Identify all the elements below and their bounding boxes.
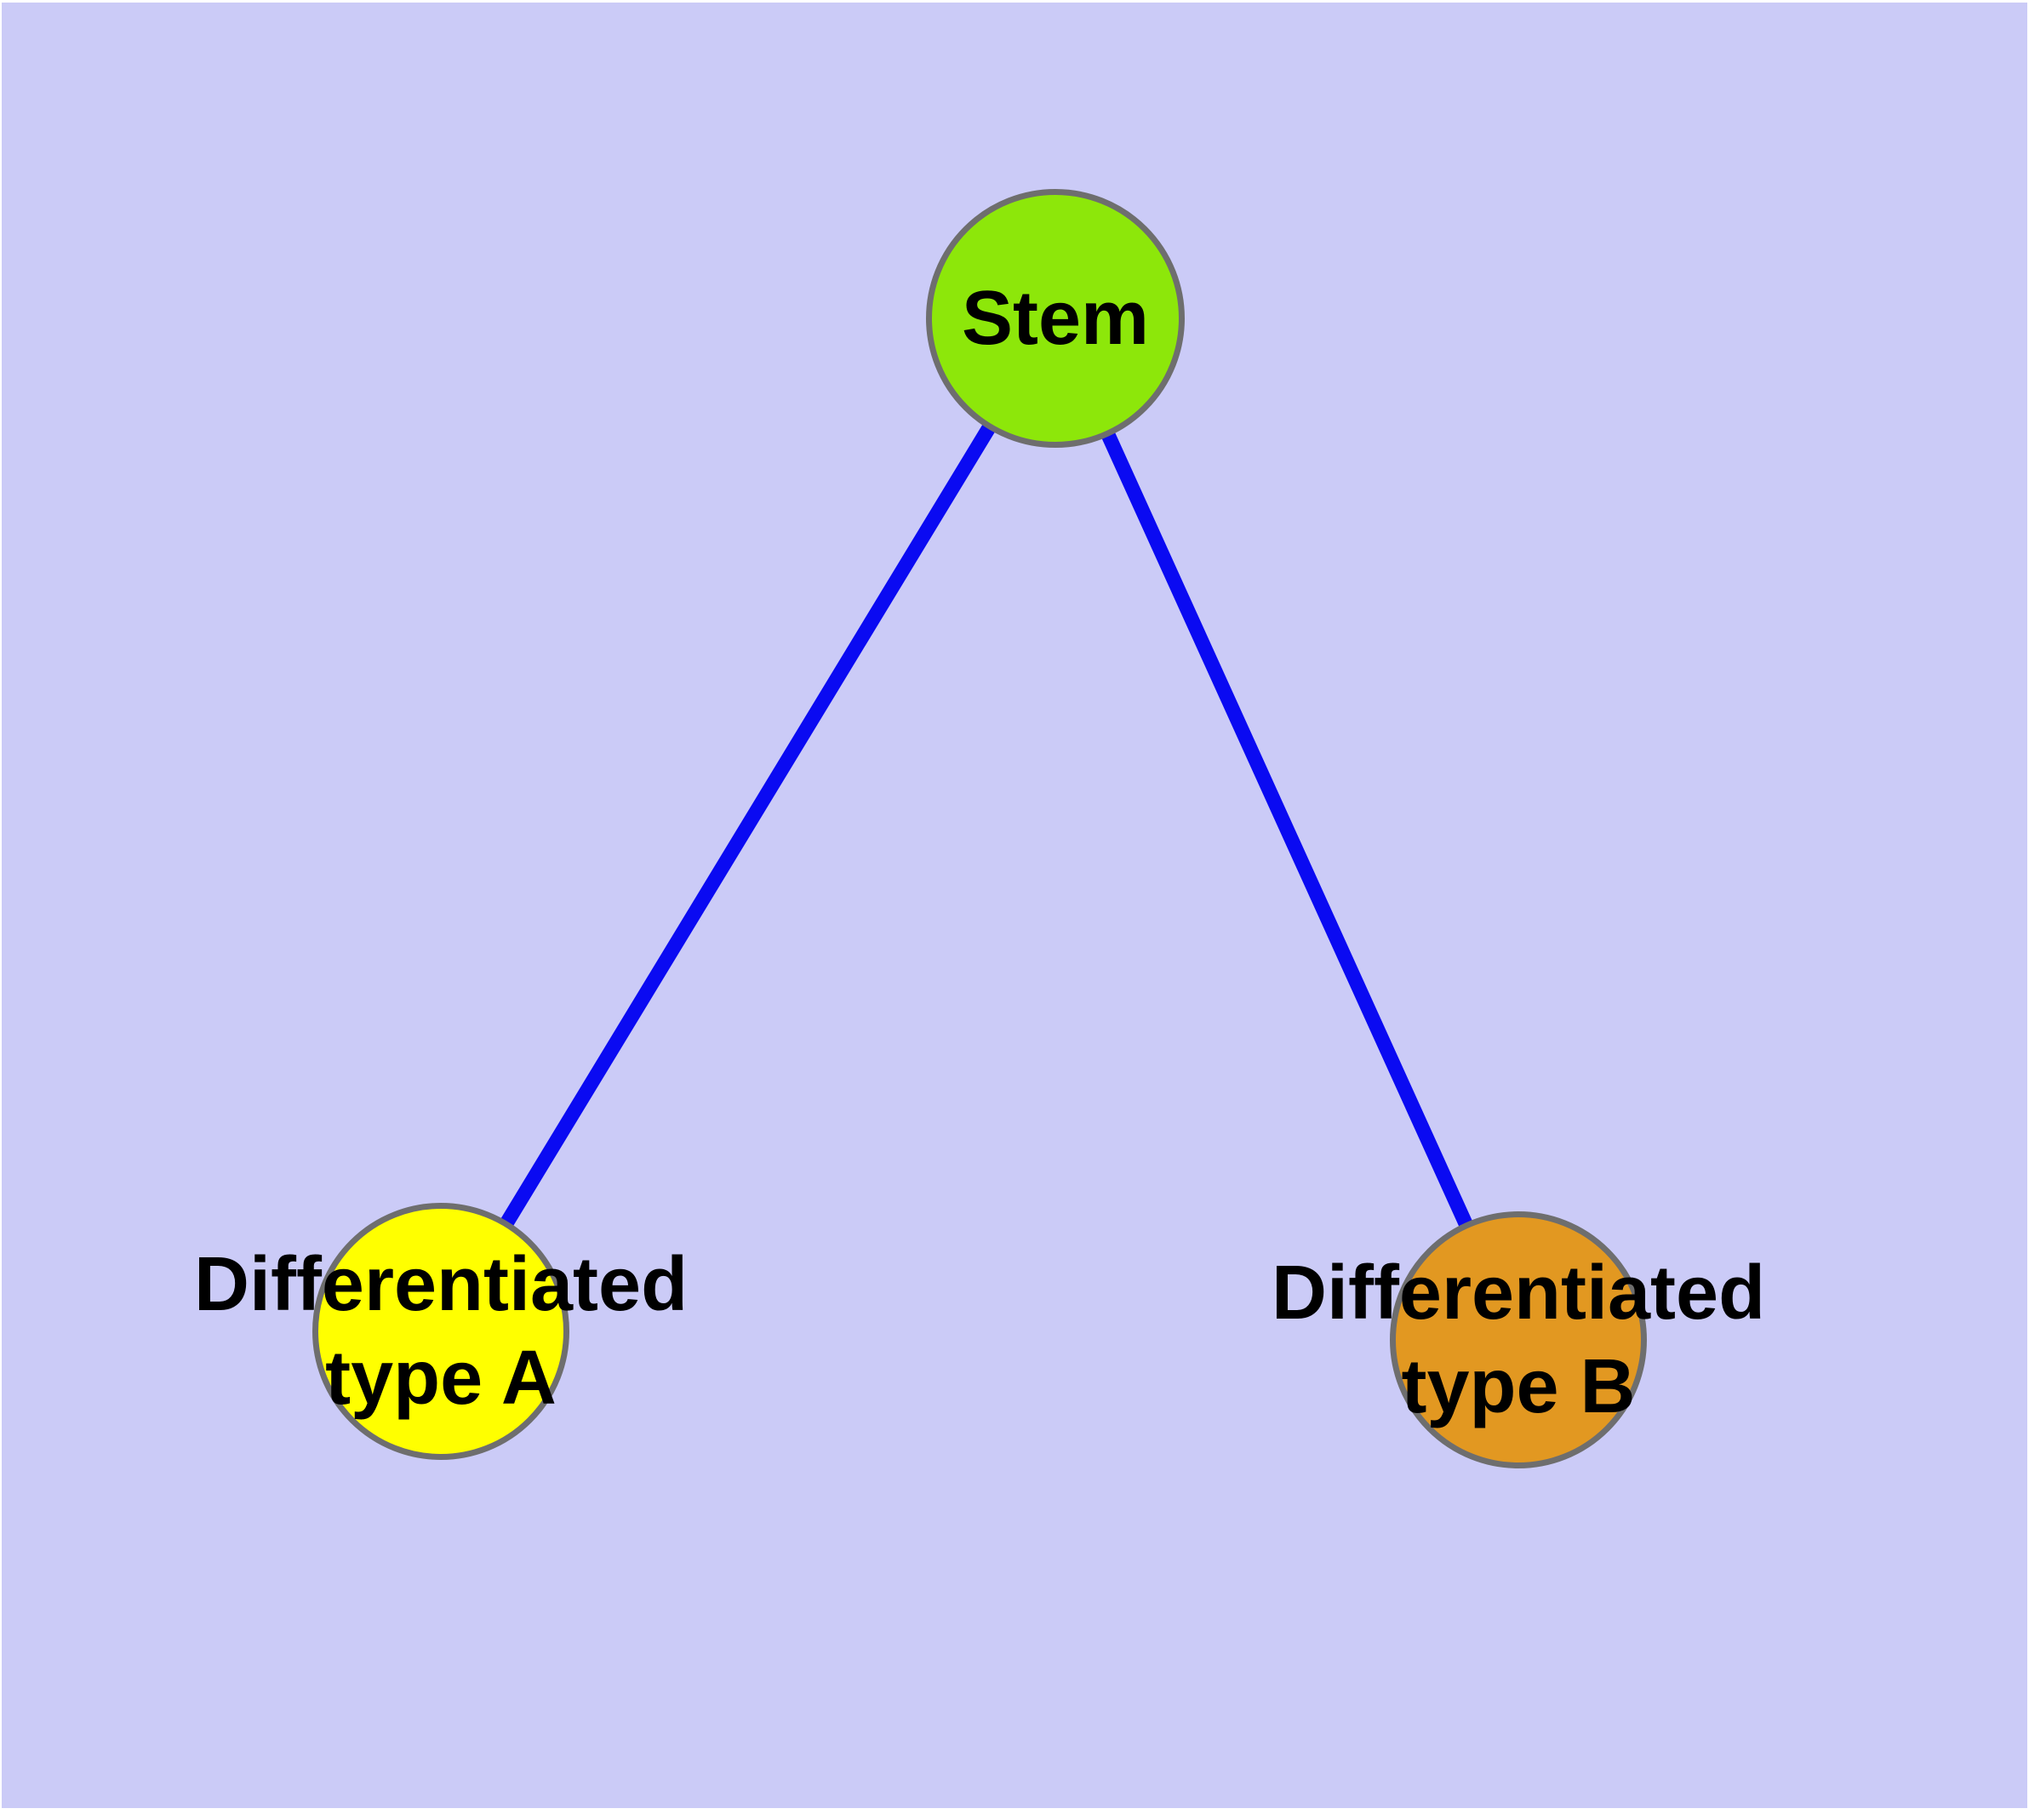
node-type-a-label-line2: type A — [325, 1336, 557, 1421]
node-type-b-label-line2: type B — [1401, 1344, 1636, 1429]
node-type-b-label-line1: Differentiated — [1271, 1251, 1766, 1336]
node-type-b-label: Differentiated type B — [1272, 1246, 1765, 1434]
edge-stem-to-type-a — [434, 314, 1062, 1336]
edge-layer — [434, 314, 1525, 1343]
edge-stem-to-type-b — [1049, 315, 1525, 1343]
node-type-a-label-line1: Differentiated — [193, 1242, 689, 1327]
node-type-a-label: Differentiated type A — [194, 1238, 688, 1425]
node-stem-label: Stem — [962, 272, 1149, 365]
node-stem: Stem — [926, 189, 1185, 448]
node-differentiated-type-a: Differentiated type A — [194, 1203, 688, 1460]
diagram-canvas: Stem Differentiated type A Differentiate… — [2, 3, 2027, 1808]
node-differentiated-type-b: Differentiated type B — [1272, 1211, 1765, 1468]
node-stem-label-line1: Stem — [961, 276, 1150, 361]
